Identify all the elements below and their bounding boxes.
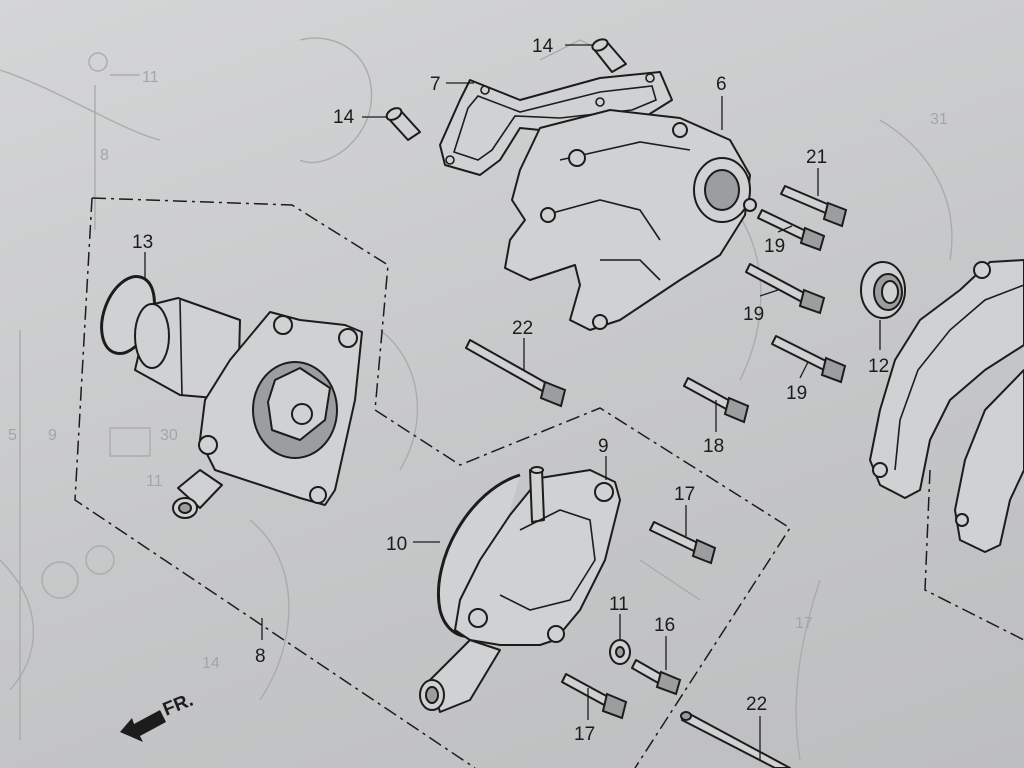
callout-18: 18: [703, 436, 724, 457]
callout-16: 16: [654, 615, 675, 636]
bolt-22-lower: [680, 711, 791, 768]
ghost-label: 11: [142, 69, 159, 86]
ghost-label: 5: [8, 427, 17, 444]
callout-17-upper: 17: [674, 484, 695, 505]
bolt-19-lower: [771, 335, 847, 384]
callout-12: 12: [868, 356, 889, 377]
callout-6: 6: [716, 74, 727, 95]
dowel-pin-left: [385, 107, 421, 141]
ghost-label: 8: [100, 147, 109, 164]
pump-cover-gasket: [437, 473, 521, 638]
bolt-18: [683, 377, 750, 424]
callout-13: 13: [132, 232, 153, 253]
callout-7: 7: [430, 74, 441, 95]
ghost-label: 14: [202, 655, 220, 672]
ghost-label: 9: [48, 427, 57, 444]
front-label: FR.: [160, 690, 196, 721]
front-direction-indicator: FR.: [120, 690, 196, 742]
ghost-label: 30: [160, 427, 178, 444]
bolt-22-upper: [465, 339, 567, 408]
callout-11: 11: [609, 594, 629, 615]
ghost-label: 31: [930, 111, 948, 128]
washer-11: [609, 639, 631, 665]
dowel-pin-top: [591, 38, 627, 73]
callout-17-lower: 17: [574, 724, 595, 745]
ghost-label: 11: [146, 473, 163, 490]
oil-seal: [860, 261, 906, 319]
bolt-19-middle: [745, 263, 826, 315]
front-arrow-icon: [120, 710, 166, 742]
pump-cover: [419, 466, 621, 713]
bolt-19-upper: [757, 209, 826, 252]
water-pump-assembly-outline-left: [74, 197, 476, 768]
water-pump-body: [134, 297, 363, 519]
bolt-17-upper: [649, 521, 717, 565]
pump-housing-cover: [504, 109, 757, 331]
callout-10: 10: [386, 534, 407, 555]
callout-14-left: 14: [333, 107, 355, 128]
callout-19-middle: 19: [743, 304, 764, 325]
callout-19-upper: 19: [764, 236, 785, 257]
callout-8: 8: [255, 646, 266, 667]
bolt-16: [631, 659, 682, 696]
callout-9: 9: [598, 436, 609, 457]
callout-14-top: 14: [532, 36, 554, 57]
callout-19-lower: 19: [786, 383, 807, 404]
water-pump-assembly-outline: [91, 197, 792, 768]
callout-22-lower: 22: [746, 694, 767, 715]
callout-22-upper: 22: [512, 318, 533, 339]
callout-21: 21: [806, 147, 827, 168]
ghost-label: 17: [795, 615, 813, 632]
bolt-21: [780, 185, 848, 228]
bolt-17-lower: [561, 673, 628, 720]
leader-lines: [144, 44, 881, 760]
adjacent-assembly-outline: [924, 469, 1024, 641]
callout-labels: 14 14 7 6 21 19 19 19 13 22 12 18 9 17 1…: [132, 36, 889, 745]
side-cover-fragment: [869, 259, 1024, 553]
